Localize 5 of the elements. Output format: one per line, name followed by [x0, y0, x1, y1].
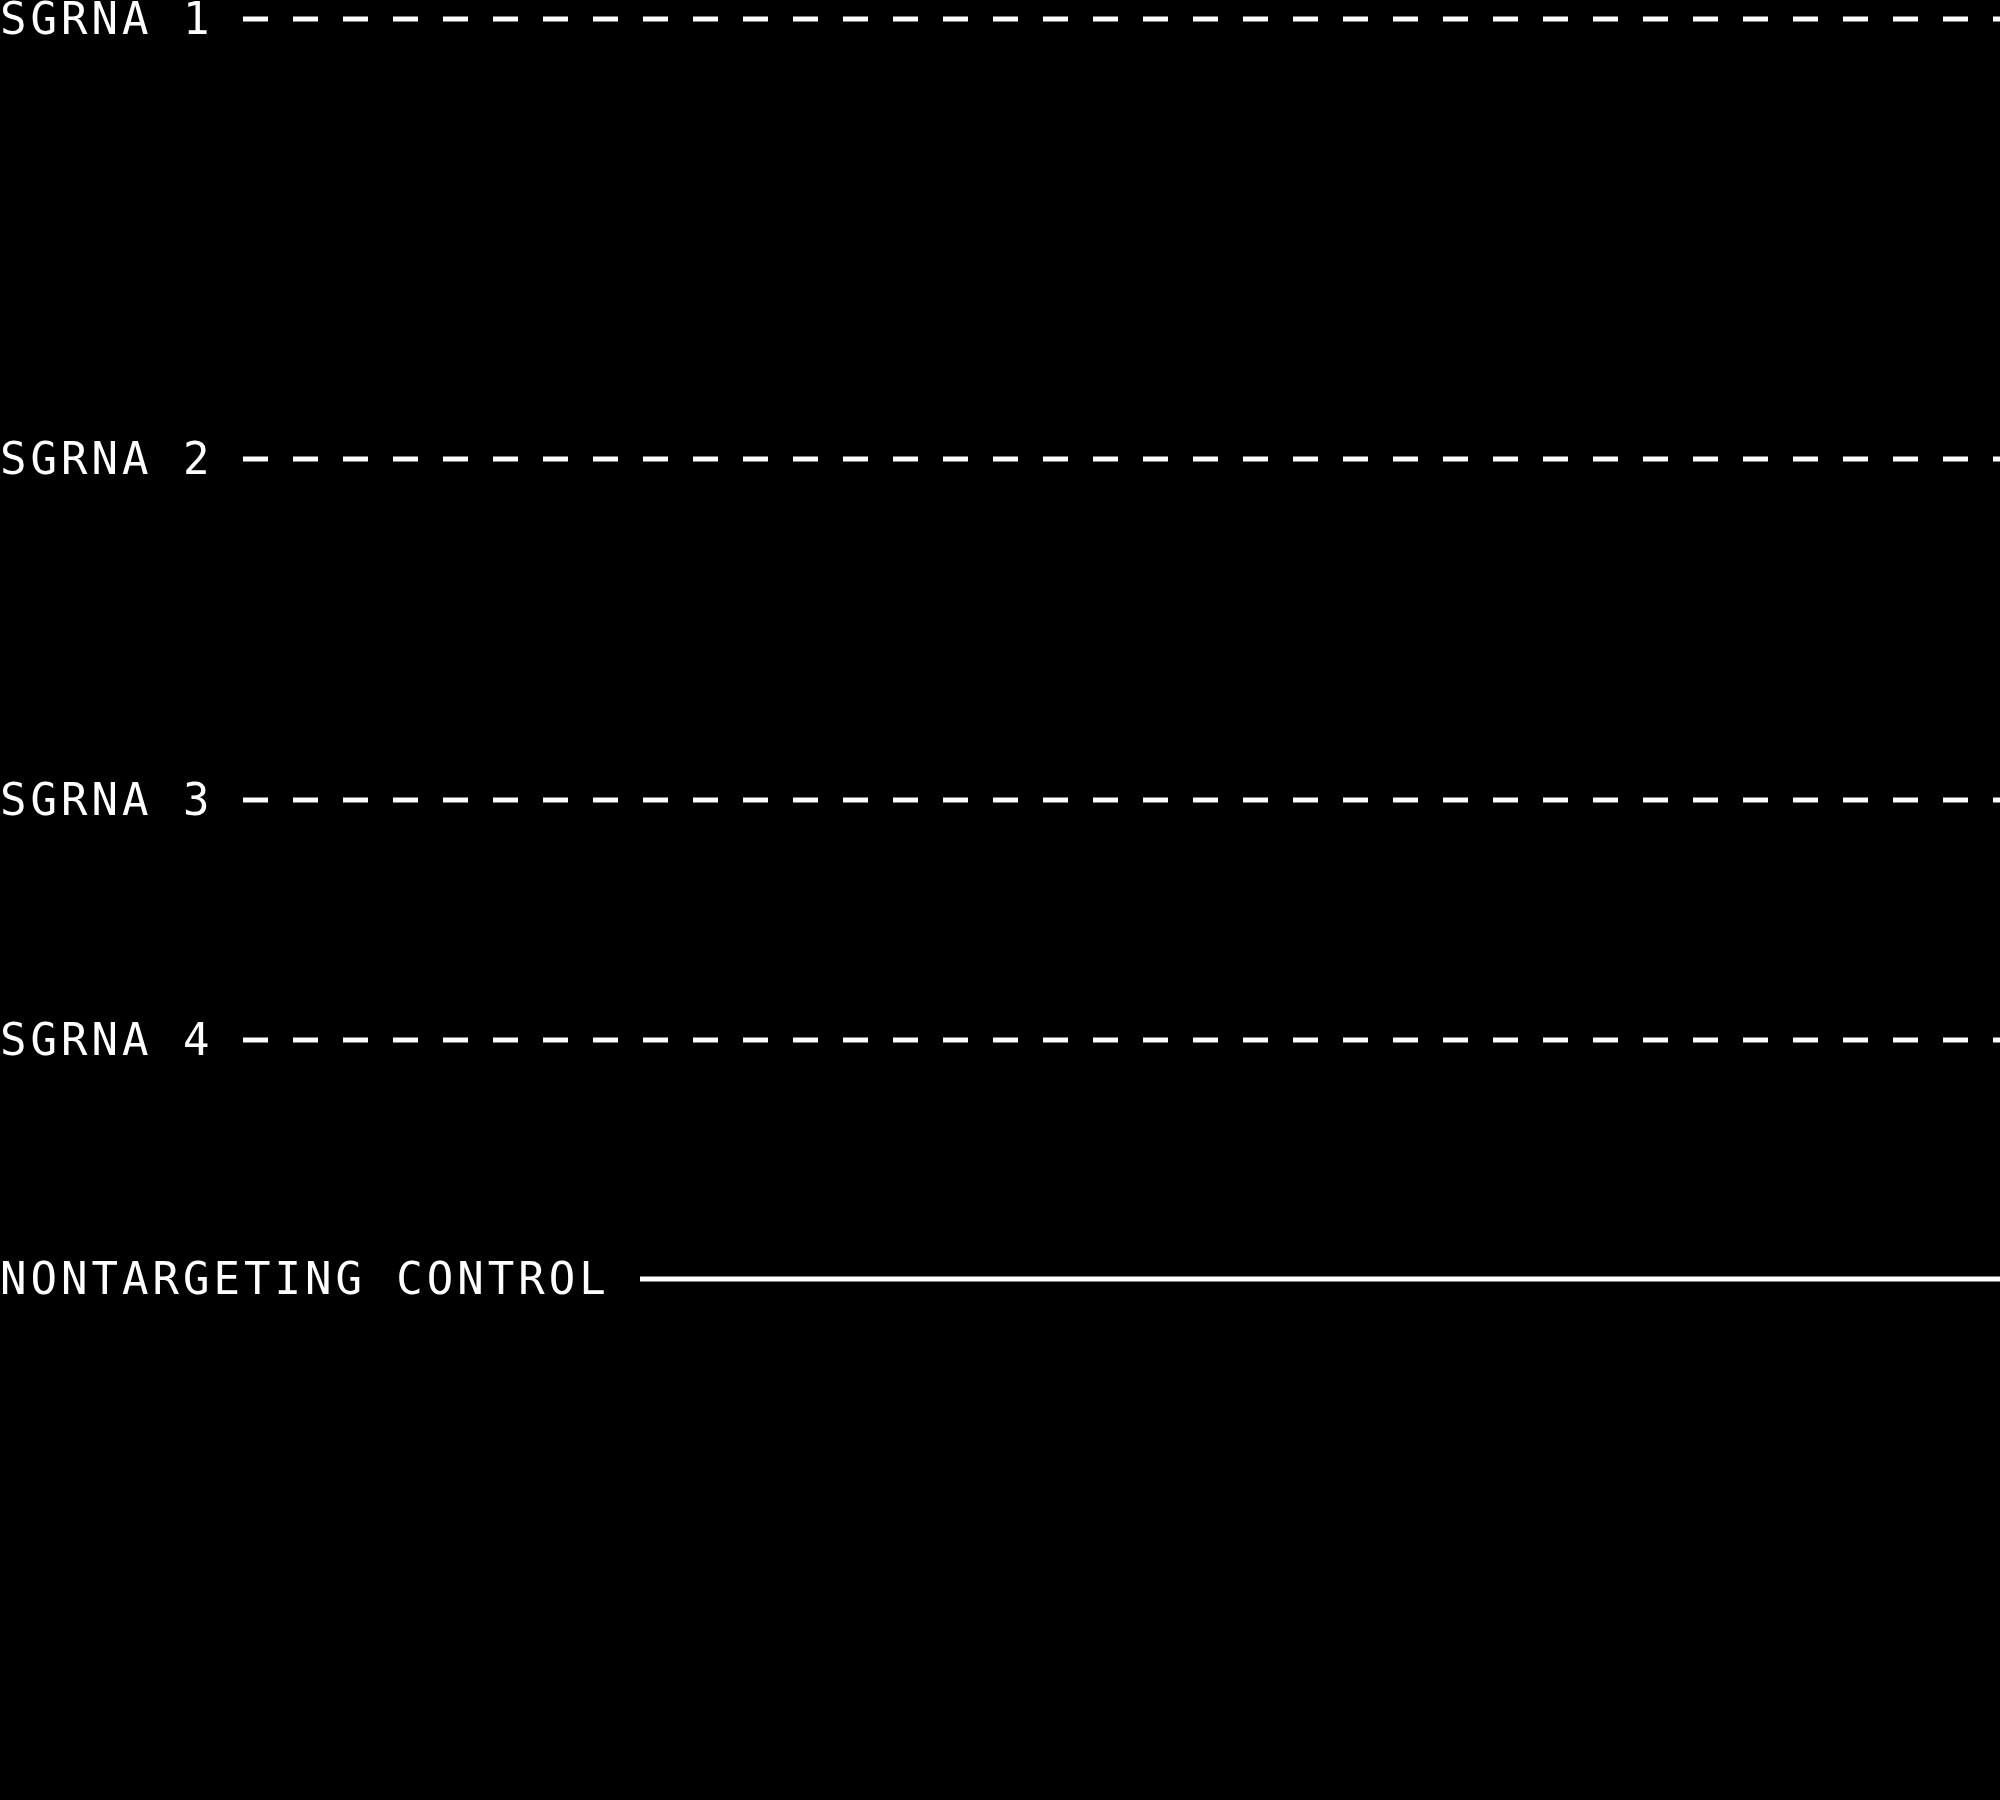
- legend-label: SGRNA 3: [0, 775, 214, 825]
- legend-label: SGRNA 2: [0, 434, 214, 484]
- legend-label: SGRNA 1: [0, 0, 214, 44]
- legend-label: SGRNA 4: [0, 1015, 214, 1065]
- legend-label: NONTARGETING CONTROL: [0, 1254, 610, 1304]
